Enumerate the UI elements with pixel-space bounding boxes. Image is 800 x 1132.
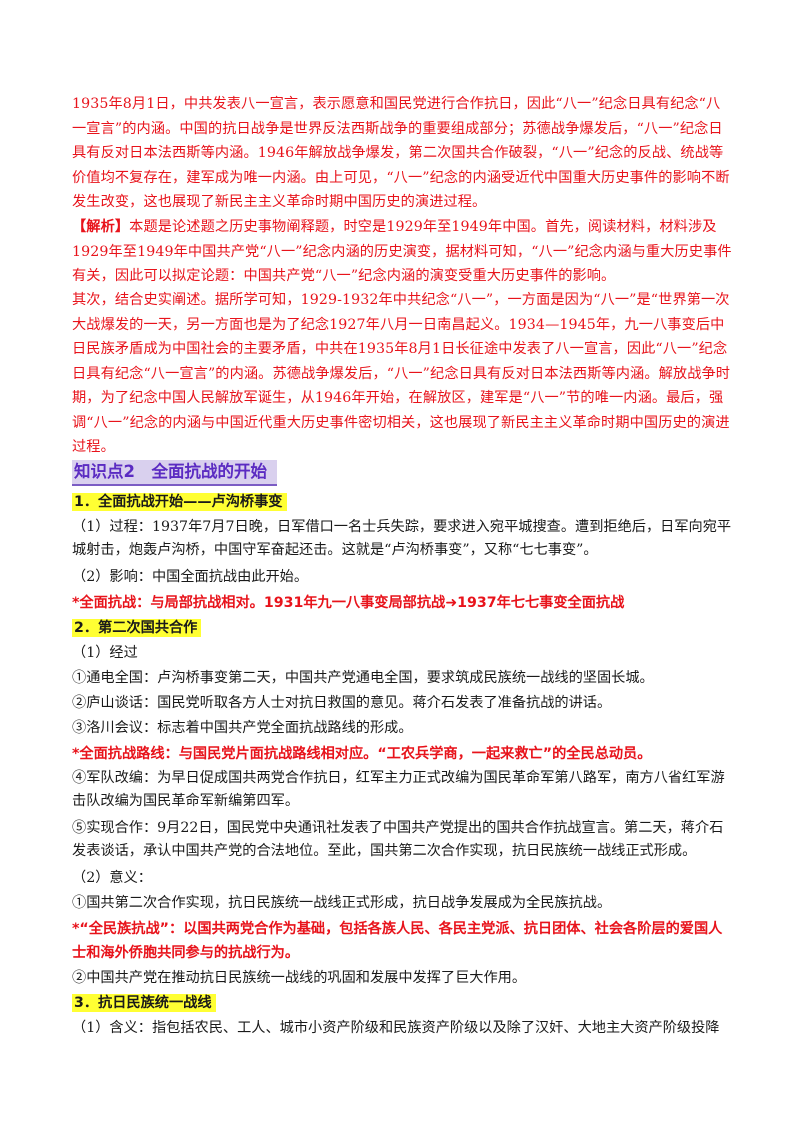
analysis-paragraph-1: 【解析】本题是论述题之历史事物阐释题，时空是1929年至1949年中国。首先，阅…: [72, 215, 732, 289]
section-2-title: 2．第二次国共合作: [72, 619, 202, 637]
answer-paragraph: 1935年8月1日，中共发表八一宣言，表示愿意和国民党进行合作抗日，因此“八一”…: [72, 96, 730, 210]
s2-item-3: ③洛川会议：标志着中国共产党全面抗战路线的形成。: [72, 720, 413, 736]
s2-item-2: ②庐山谈话：国民党听取各方人士对抗日救国的意见。蒋介石发表了准备抗战的讲话。: [72, 695, 612, 711]
s2-significance-label: （2）意义：: [72, 870, 152, 886]
s1-impact: （2）影响：中国全面抗战由此开始。: [72, 569, 309, 585]
s1-note: *全面抗战：与局部抗战相对。1931年九一八事变局部抗战➜1937年七七事变全面…: [72, 595, 625, 611]
s2-process-label: （1）经过: [72, 645, 138, 661]
section-2-heading: 2．第二次国共合作: [72, 617, 732, 640]
s2-item-1: ①通电全国：卢沟桥事变第二天，中国共产党通电全国，要求筑成民族统一战线的坚固长城…: [72, 670, 654, 686]
section-1-title: 1．全面抗战开始——卢沟桥事变: [72, 493, 287, 511]
s1-process: （1）过程：1937年7月7日晚，日军借口一名士兵失踪，要求进入宛平城搜查。遭到…: [72, 519, 732, 558]
section-3-title: 3．抗日民族统一战线: [72, 994, 216, 1012]
s2-item-4: ④军队改编：为早日促成国共两党合作抗日，红军主力正式改编为国民革命军第八路军，南…: [72, 770, 725, 809]
s2-note-1: *全面抗战路线：与国民党片面抗战路线相对应。“工农兵学商，一起来救亡”的全民总动…: [72, 746, 652, 762]
analysis-text-1: 本题是论述题之历史事物阐释题，时空是1929年至1949年中国。首先，阅读材料，…: [72, 219, 732, 284]
s2-note-2: *“全民族抗战”：以国共两党合作为基础，包括各族人民、各民主党派、抗日团体、社会…: [72, 921, 723, 961]
analysis-paragraph-2: 其次，结合史实阐述。据所学可知，1929-1932年中共纪念“八一”，一方面是因…: [72, 292, 731, 455]
s3-definition: （1）含义：指包括农民、工人、城市小资产阶级和民族资产阶级以及除了汉奸、大地主大…: [72, 1020, 720, 1036]
s2-item-5: ⑤实现合作：9月22日，国民党中央通讯社发表了中国共产党提出的国共合作抗战宣言。…: [72, 820, 724, 859]
s2-significance-1: ①国共第二次合作实现，抗日民族统一战线正式形成，抗日战争发展成为全民族抗战。: [72, 895, 612, 911]
knowledge-point-heading: 知识点2 全面抗战的开始: [72, 460, 277, 486]
analysis-label: 【解析】: [72, 219, 130, 235]
section-3-heading: 3．抗日民族统一战线: [72, 992, 732, 1015]
section-1-heading: 1．全面抗战开始——卢沟桥事变: [72, 491, 732, 514]
s2-significance-2: ②中国共产党在推动抗日民族统一战线的巩固和发展中发挥了巨大作用。: [72, 970, 527, 986]
